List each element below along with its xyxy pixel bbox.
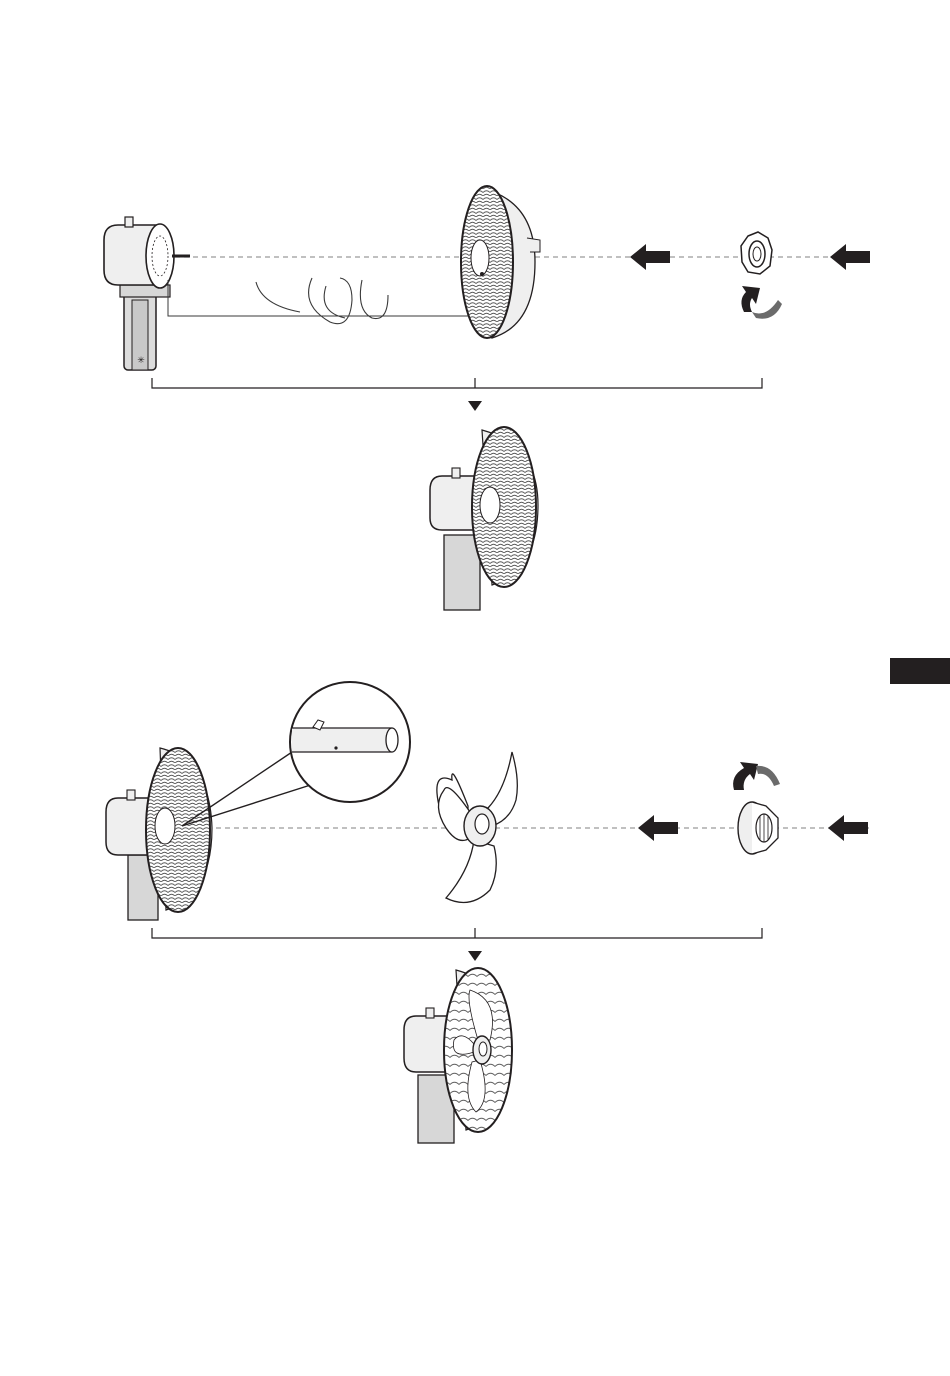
down-triangle-icon xyxy=(468,951,482,961)
step-2 xyxy=(106,682,870,1143)
step-bracket xyxy=(152,928,762,938)
rotate-arrow-icon xyxy=(741,286,782,319)
result-assembled-fan xyxy=(404,968,512,1143)
rotate-arrow-icon xyxy=(733,762,780,790)
push-arrow-icon xyxy=(828,815,868,841)
svg-text:✳: ✳ xyxy=(137,355,145,365)
power-cord xyxy=(168,280,470,316)
fan-blade xyxy=(437,752,517,903)
spinner-cap xyxy=(738,802,778,854)
result-assembled-guard xyxy=(430,427,538,610)
push-arrow-icon xyxy=(630,244,670,270)
motor-with-guard xyxy=(106,748,212,920)
push-arrow-icon xyxy=(638,815,678,841)
step-1: ✳ xyxy=(104,186,870,610)
motor-unit: ✳ xyxy=(104,217,190,370)
rear-guard xyxy=(461,186,540,338)
cord-loops xyxy=(256,278,388,324)
step-bracket xyxy=(152,378,762,388)
push-arrow-icon xyxy=(830,244,870,270)
guard-nut xyxy=(741,232,772,274)
down-triangle-icon xyxy=(468,401,482,411)
magnifier-callout-icon xyxy=(182,682,410,826)
